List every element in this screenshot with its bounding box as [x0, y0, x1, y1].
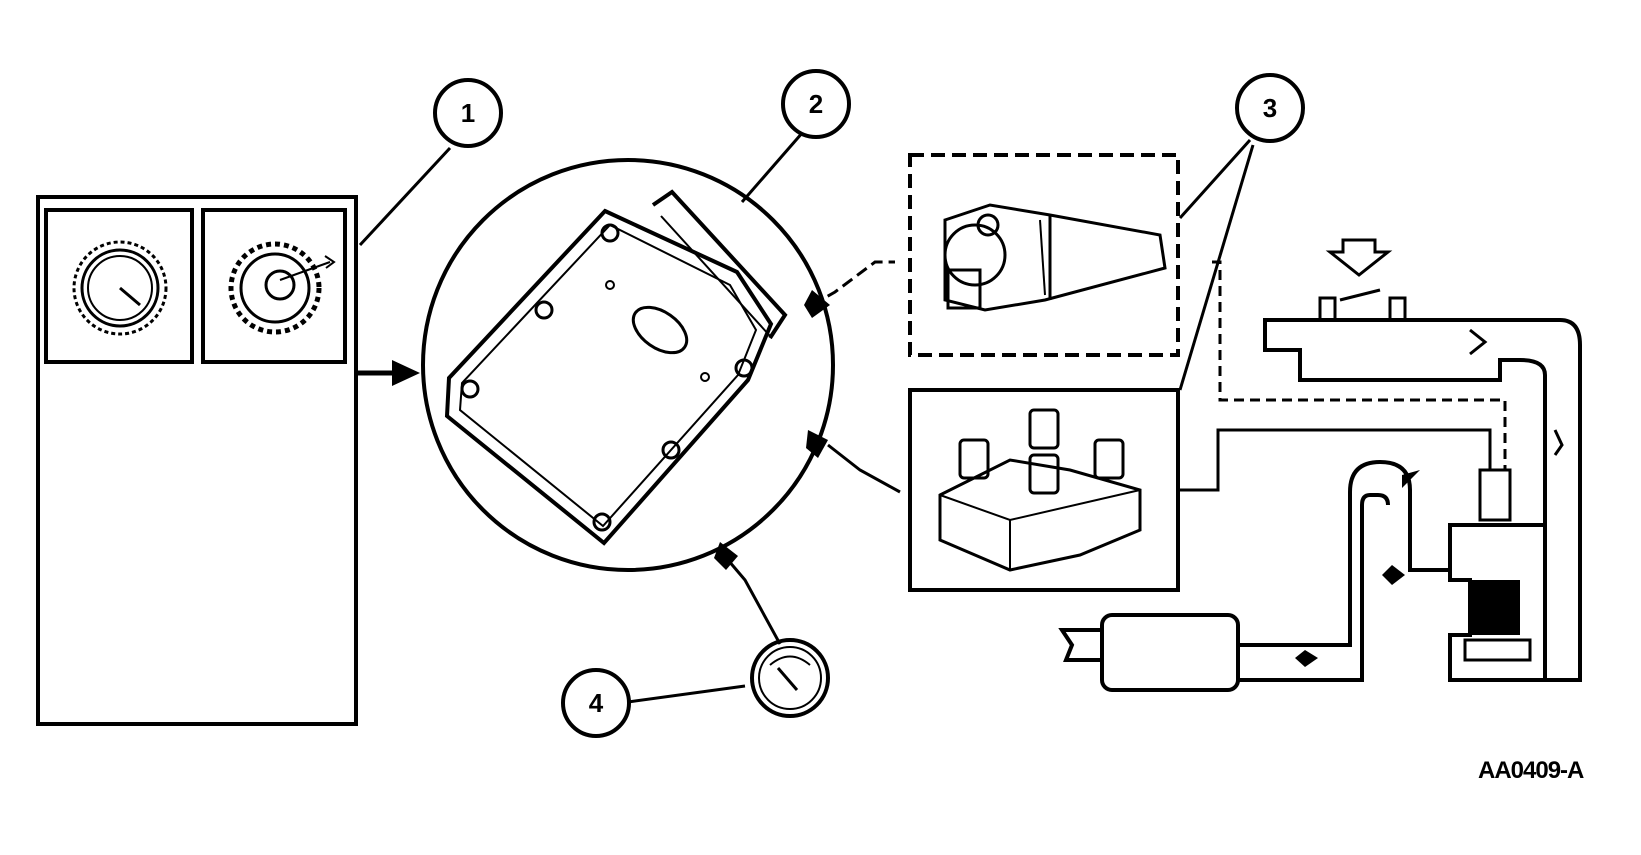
signal-arrow-sensors-to-module	[356, 360, 420, 386]
callout-1: 1	[433, 78, 503, 148]
svg-text:3: 3	[1263, 93, 1277, 123]
intake-flow-arrow-icon	[1325, 238, 1393, 277]
fuel-injector-box	[908, 153, 1180, 357]
crankshaft-sensor-wheel-icon	[72, 240, 168, 336]
intake-manifold	[1263, 288, 1582, 682]
signal-arrow-gauge-to-module	[714, 542, 782, 645]
callout-3: 3	[1235, 73, 1305, 143]
gauge-icon	[750, 638, 830, 718]
svg-text:1: 1	[461, 98, 475, 128]
callout-2: 2	[781, 69, 851, 139]
signal-arrow-to-injector	[804, 260, 895, 318]
exhaust-pipe	[1236, 459, 1450, 682]
svg-text:2: 2	[809, 89, 823, 119]
svg-text:4: 4	[589, 688, 604, 718]
muffler	[1058, 613, 1240, 692]
signal-arrow-to-coil-pack	[806, 430, 901, 494]
spark-plug-wire	[1178, 260, 1507, 492]
engine-cylinder	[1448, 468, 1547, 682]
figure-id: AA0409-A	[1478, 757, 1584, 784]
callout-leaders	[358, 131, 1255, 704]
sensor-panel	[36, 195, 358, 726]
callout-4: 4	[561, 668, 631, 738]
camshaft-sensor-wheel-icon	[228, 241, 336, 335]
ignition-coil-pack-box	[908, 388, 1180, 592]
control-module	[421, 158, 835, 572]
